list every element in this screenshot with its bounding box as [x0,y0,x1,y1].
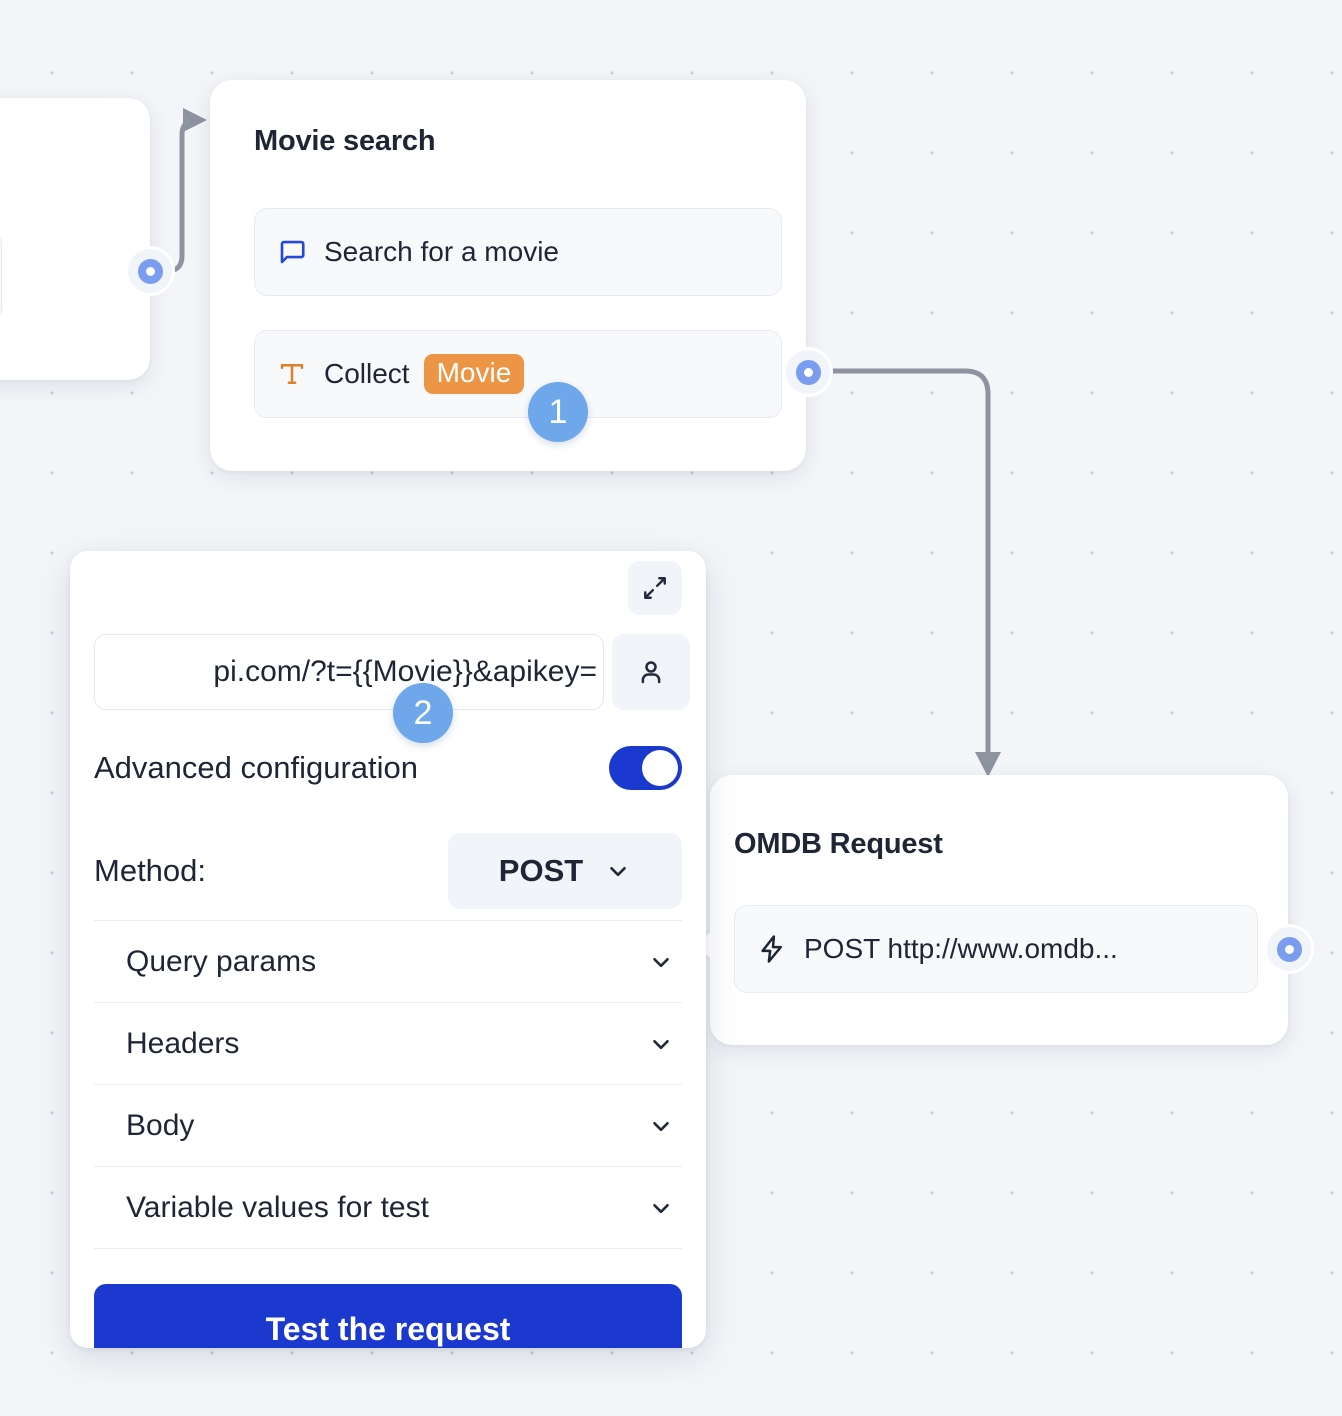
url-field-group[interactable] [94,634,690,710]
accordion-label: Body [126,1108,195,1142]
variable-pill-movie[interactable]: Movie [423,353,525,395]
node-row-label: Search for a movie [324,236,559,267]
accordion-variable-values-for-test[interactable]: Variable values for test [94,1166,682,1248]
step-badge-1: 1 [528,382,588,442]
node-card-partial-left[interactable] [0,98,150,380]
node-row-collect-movie[interactable]: Collect Movie [254,330,782,418]
node-row-label: Collect [324,358,410,389]
accordion-label: Variable values for test [126,1190,429,1224]
node-row-label: POST http://www.omdb... [804,933,1118,964]
connector-port-left[interactable] [128,249,172,293]
request-config-panel[interactable]: Advanced configuration Method: POST Quer… [70,551,706,1348]
step-badge-2: 2 [393,683,453,743]
node-card-omdb-request[interactable]: OMDB Request POST http://www.omdb... [696,775,1288,1045]
node-card-movie-search[interactable]: Movie search Search for a movie Collect … [210,80,806,471]
method-label: Method: [94,853,207,888]
node-row-post-request[interactable]: POST http://www.omdb... [734,905,1258,993]
connector-port-movie-out[interactable] [786,350,830,394]
node-row-search-for-a-movie[interactable]: Search for a movie [254,208,782,296]
advanced-configuration-row: Advanced configuration [94,746,682,790]
chevron-down-icon [648,949,674,975]
method-row: Method: POST [94,833,682,909]
accordion-label: Headers [126,1026,240,1060]
node-title-omdb-request: OMDB Request [734,828,943,860]
node-row-partial [0,231,2,321]
accordion-divider [94,1248,682,1249]
chevron-down-icon [648,1031,674,1057]
lightning-bolt-icon [757,934,787,964]
accordion-label: Query params [126,944,317,978]
request-url-input[interactable] [94,634,604,710]
advanced-configuration-label: Advanced configuration [94,750,419,785]
chevron-down-icon [648,1195,674,1221]
connector-port-omdb-out[interactable] [1267,927,1311,971]
method-select[interactable]: POST [448,833,682,909]
accordion-headers[interactable]: Headers [94,1002,682,1084]
accordion-query-params[interactable]: Query params [94,920,682,1002]
expand-panel-button[interactable] [628,561,682,615]
node-title-movie-search: Movie search [254,125,436,157]
accordion-body[interactable]: Body [94,1084,682,1166]
chevron-down-icon [605,858,631,884]
test-the-request-button[interactable]: Test the request [94,1284,682,1348]
text-type-icon [277,359,307,389]
user-icon-button[interactable] [612,634,690,710]
advanced-configuration-toggle[interactable] [609,746,682,790]
toggle-knob [642,750,678,786]
chevron-down-icon [648,1113,674,1139]
message-bubble-icon [277,237,307,267]
method-value: POST [498,853,584,888]
